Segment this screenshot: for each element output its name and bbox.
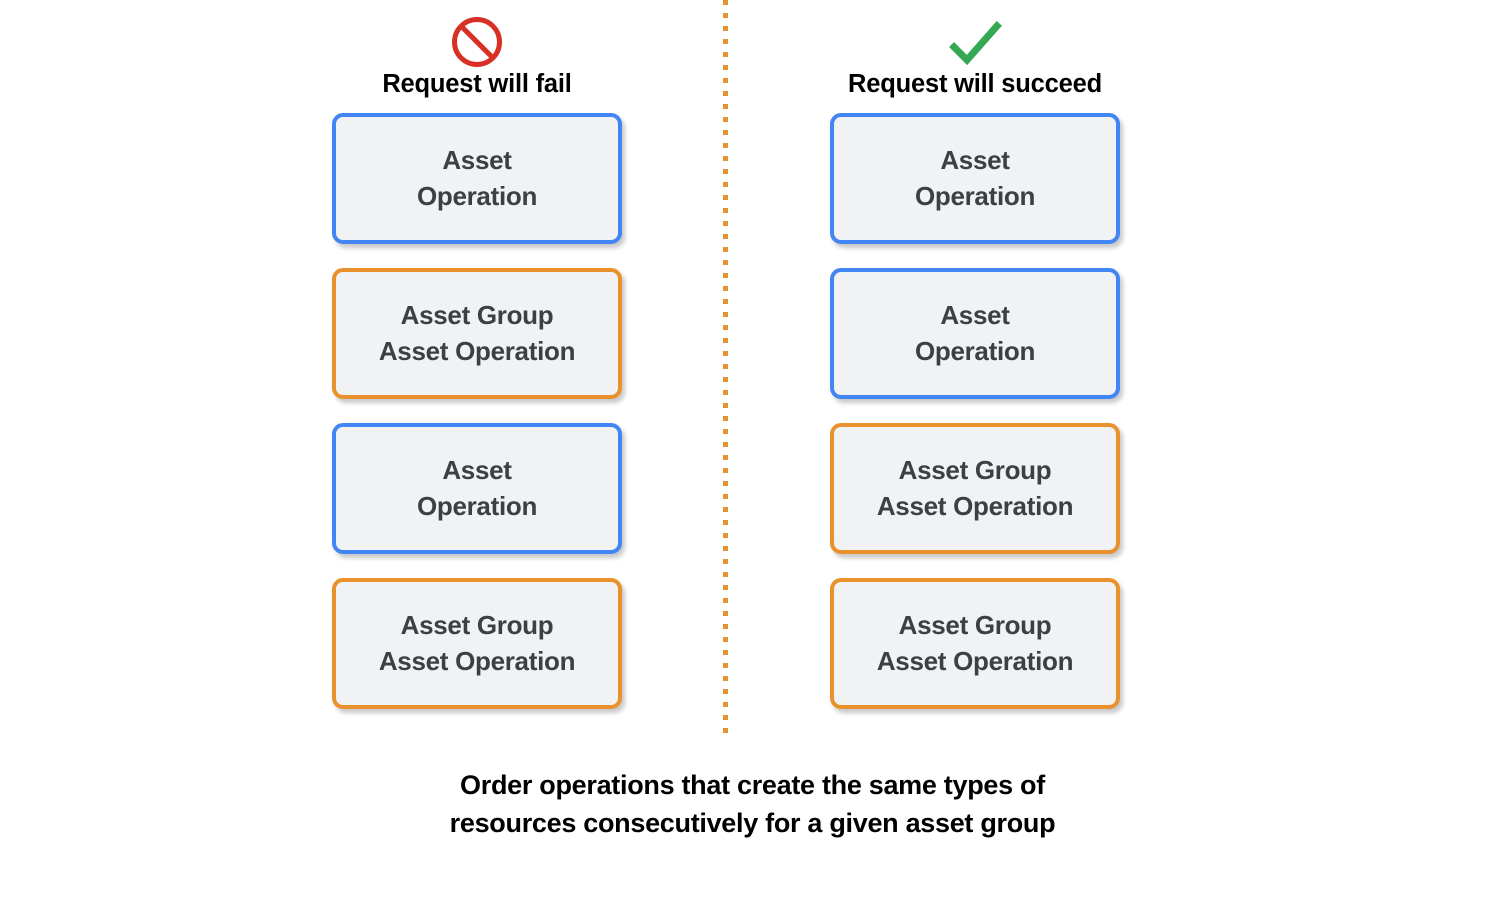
operation-stack-fail: Asset Operation Asset Group Asset Operat… bbox=[332, 113, 622, 733]
operation-box[interactable]: Asset Operation bbox=[830, 268, 1120, 399]
operation-box-label: Asset Operation bbox=[914, 299, 1036, 366]
checkmark-icon bbox=[830, 14, 1120, 70]
caption-line-2: resources consecutively for a given asse… bbox=[449, 808, 1056, 839]
column-header-succeed: Request will succeed bbox=[830, 14, 1120, 99]
caption-line-1: Order operations that create the same ty… bbox=[460, 770, 1045, 800]
operation-box[interactable]: Asset Group Asset Operation bbox=[830, 423, 1120, 554]
operation-box-label: Asset Operation bbox=[416, 144, 538, 211]
operation-box[interactable]: Asset Operation bbox=[830, 113, 1120, 244]
diagram-caption: Order operations that create the same ty… bbox=[0, 766, 1505, 843]
operation-box-label: Asset Group Asset Operation bbox=[876, 609, 1074, 676]
operation-box[interactable]: Asset Group Asset Operation bbox=[830, 578, 1120, 709]
operation-box-label: Asset Group Asset Operation bbox=[378, 299, 576, 366]
operation-box-label: Asset Group Asset Operation bbox=[378, 609, 576, 676]
column-header-fail-label: Request will fail bbox=[382, 70, 572, 98]
operation-box-label: Asset Operation bbox=[914, 144, 1036, 211]
column-header-fail: Request will fail bbox=[332, 14, 622, 99]
column-divider bbox=[723, 0, 728, 737]
operation-box[interactable]: Asset Group Asset Operation bbox=[332, 578, 622, 709]
operation-box[interactable]: Asset Operation bbox=[332, 423, 622, 554]
prohibition-icon bbox=[332, 14, 622, 70]
operation-stack-succeed: Asset Operation Asset Operation Asset Gr… bbox=[830, 113, 1120, 733]
column-header-succeed-label: Request will succeed bbox=[848, 70, 1102, 98]
operation-box[interactable]: Asset Operation bbox=[332, 113, 622, 244]
operation-box-label: Asset Operation bbox=[416, 454, 538, 521]
operation-box[interactable]: Asset Group Asset Operation bbox=[332, 268, 622, 399]
operation-box-label: Asset Group Asset Operation bbox=[876, 454, 1074, 521]
